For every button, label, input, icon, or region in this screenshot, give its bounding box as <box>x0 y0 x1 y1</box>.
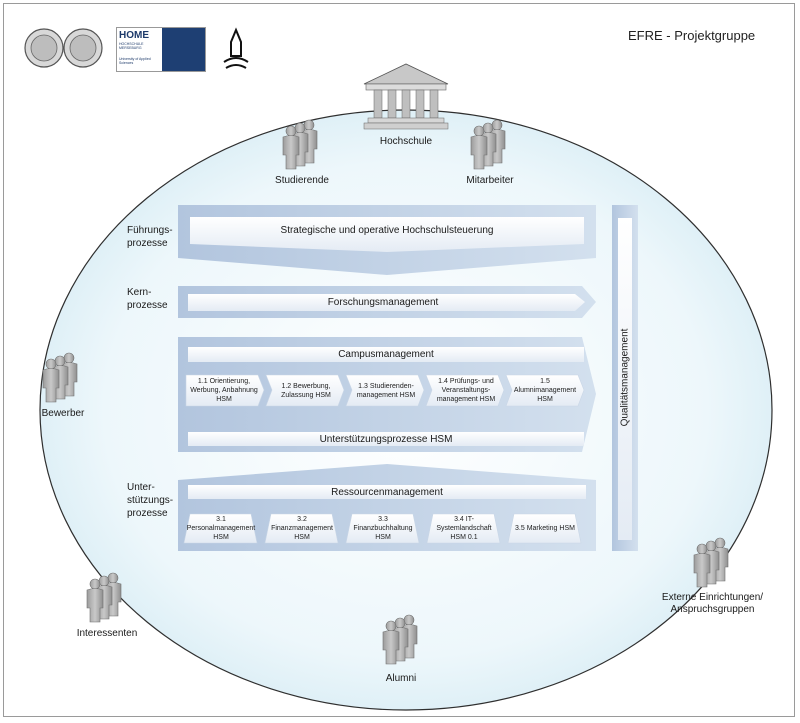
unterstuetzungsprozesse-hsm-bar: Unterstützungsprozesse HSM <box>319 433 453 445</box>
qualitaetsmanagement-bar: Qualitätsmanagement <box>619 328 631 427</box>
interessenten-label: Interessenten <box>76 628 138 639</box>
fuehrungsprozesse-label: Führungs-prozesse <box>127 225 173 249</box>
campus-item: 1.4 Prüfungs- und Veranstaltungs-managem… <box>436 378 496 403</box>
tower-logo-icon <box>223 27 249 69</box>
hochschulsteuerung-bar: Strategische und operative Hochschulsteu… <box>280 225 494 236</box>
studierende-label: Studierende <box>275 175 329 186</box>
diagram-frame <box>3 3 795 717</box>
interessenten-people-icon <box>87 573 121 622</box>
campus-item: 1.3 Studierenden-management HSM <box>356 382 416 399</box>
extern-label: Externe Einrichtungen/ Anspruchsgruppen <box>661 592 764 615</box>
campus-item: 1.1 Orientierung, Werbung, Anbahnung HSM <box>190 378 258 403</box>
hochschule-merseburg-logo: HOME HOCHSCHULE MERSEBURG University of … <box>116 27 206 72</box>
alumni-label: Alumni <box>385 673 417 684</box>
mitarbeiter-people-icon <box>471 120 505 169</box>
bewerber-label: Bewerber <box>41 408 85 419</box>
ressourcen-item: 3.3 Finanzbuchhaltung HSM <box>353 516 413 541</box>
unterstuetzungsprozesse-label: Unter-stützungs-prozesse <box>127 482 174 519</box>
campus-item: 1.5 Alumnimanagement HSM <box>513 378 577 403</box>
extern-people-icon <box>694 538 728 587</box>
mitarbeiter-label: Mitarbeiter <box>466 175 514 186</box>
bewerber-people-icon <box>43 353 77 402</box>
ressourcen-item: 3.5 Marketing HSM <box>515 525 575 532</box>
studierende-people-icon <box>283 120 317 169</box>
ressourcenmanagement-bar: Ressourcenmanagement <box>331 486 443 498</box>
forschungsmanagement-bar: Forschungsmanagement <box>327 297 439 308</box>
ressourcen-item: 3.2 Finanzmanagement HSM <box>271 516 333 541</box>
hochschule-building-icon <box>363 63 449 130</box>
campusmanagement-bar: Campusmanagement <box>338 349 434 360</box>
alumni-people-icon <box>383 615 417 664</box>
ressourcen-item: 3.4 IT-Systemlandschaft HSM 0.1 <box>436 516 492 541</box>
kernprozesse-label: Kern-prozesse <box>127 287 168 311</box>
ressourcen-item: 3.1 Personalmanagement HSM <box>186 516 256 541</box>
campus-item: 1.2 Bewerbung, Zulassung HSM <box>281 382 331 399</box>
university-seal-logos <box>24 28 103 68</box>
page-title: EFRE - Projektgruppe <box>628 28 756 43</box>
hochschule-label: Hochschule <box>379 136 433 147</box>
